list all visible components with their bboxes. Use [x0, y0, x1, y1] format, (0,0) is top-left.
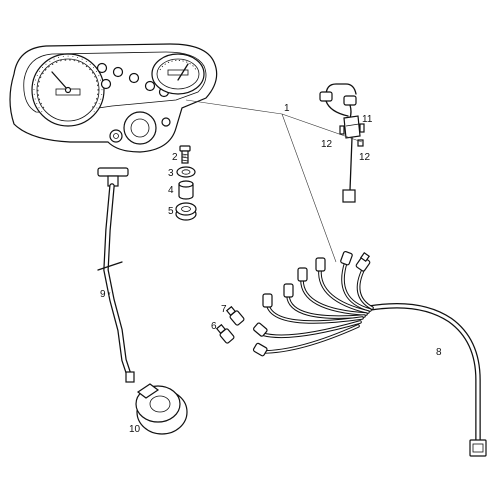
- callout-1: 1: [284, 103, 290, 114]
- callout-9: 9: [100, 289, 106, 300]
- grommet-5: [175, 202, 197, 221]
- bulb-6: [215, 323, 235, 344]
- speedometer-gauge: [31, 53, 105, 127]
- speedometer-cable: [97, 167, 135, 383]
- bulb-7: [225, 305, 245, 326]
- spacer-4: [178, 180, 194, 200]
- callout-6: 6: [211, 321, 217, 332]
- ignition-switch: [319, 83, 365, 203]
- callout-10: 10: [129, 424, 141, 435]
- wiring-harness: [215, 250, 487, 457]
- cluster-mount: [109, 111, 171, 145]
- callout-numbers: 1 2 3 4 5 6 7 8 9 10 11 12 12: [100, 103, 442, 435]
- leader-lines: [108, 99, 363, 297]
- instrument-cluster: [9, 43, 218, 153]
- callout-8: 8: [436, 347, 442, 358]
- callout-7: 7: [221, 304, 227, 315]
- callout-4: 4: [168, 185, 174, 196]
- speedometer-drive-gear: [135, 383, 188, 435]
- callout-3: 3: [168, 168, 174, 179]
- fuel-gauge: [151, 53, 205, 95]
- indicator-lights: [96, 62, 170, 98]
- screw-2: [179, 145, 191, 164]
- washer-3: [176, 166, 196, 178]
- callout-11: 11: [362, 114, 373, 125]
- callout-12-right: 12: [359, 152, 371, 163]
- callout-5: 5: [168, 206, 174, 217]
- callout-12-left: 12: [321, 139, 333, 150]
- callout-2: 2: [172, 152, 178, 163]
